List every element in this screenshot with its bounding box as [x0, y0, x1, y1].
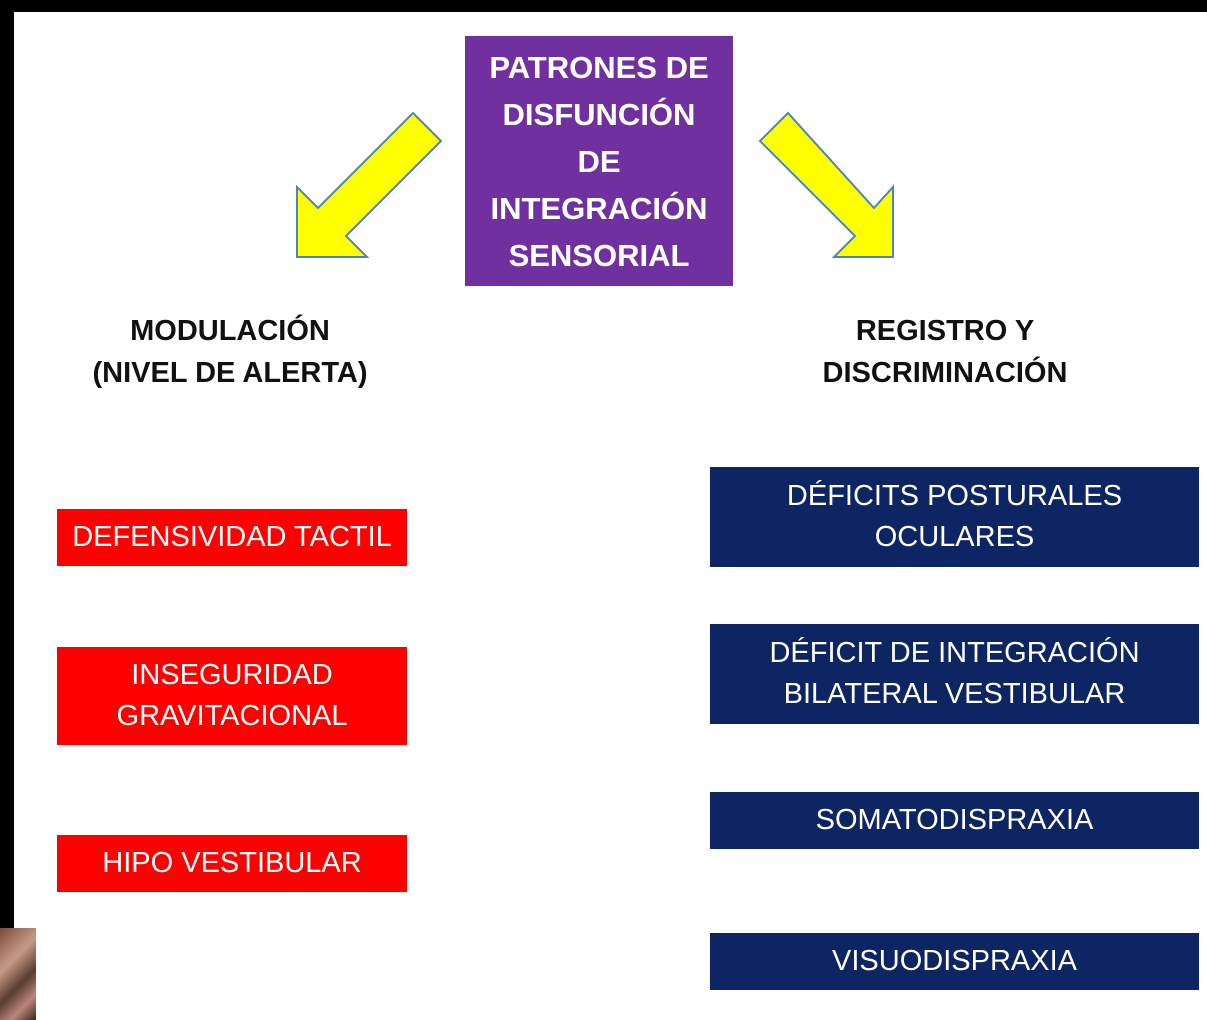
title-box: PATRONES DE DISFUNCIÓN DE INTEGRACIÓN SE… — [465, 36, 733, 286]
right-item-label: SOMATODISPRAXIA — [815, 804, 1094, 836]
registration-heading: REGISTRO Y DISCRIMINACIÓN — [822, 315, 1068, 389]
left-down-arrow — [296, 111, 443, 258]
left-item-box: INSEGURIDAD GRAVITACIONAL — [57, 647, 407, 745]
diagram-title: PATRONES DE DISFUNCIÓN DE INTEGRACIÓN SE… — [489, 49, 709, 273]
frame-top-border — [0, 0, 1207, 12]
right-item-label: DÉFICITS POSTURALES OCULARES — [786, 480, 1123, 553]
right-item-label: VISUODISPRAXIA — [832, 945, 1077, 977]
right-item-box: VISUODISPRAXIA — [710, 933, 1199, 990]
right-item-box: DÉFICITS POSTURALES OCULARES — [710, 467, 1199, 567]
right-item-box: SOMATODISPRAXIA — [710, 792, 1199, 849]
right-down-arrow — [758, 111, 894, 258]
modulation-heading: MODULACIÓN (NIVEL DE ALERTA) — [92, 315, 368, 389]
left-item-label: HIPO VESTIBULAR — [102, 847, 362, 879]
left-item-label: DEFENSIVIDAD TACTIL — [72, 521, 392, 553]
frame-left-border — [0, 0, 14, 915]
right-item-label: DÉFICIT DE INTEGRACIÓN BILATERAL VESTIBU… — [769, 637, 1140, 710]
left-item-box: HIPO VESTIBULAR — [57, 835, 407, 892]
left-item-box: DEFENSIVIDAD TACTIL — [57, 509, 407, 566]
corner-photo-thumbnail — [0, 928, 36, 1020]
right-item-box: DÉFICIT DE INTEGRACIÓN BILATERAL VESTIBU… — [710, 624, 1199, 724]
frame-corner — [0, 913, 14, 928]
left-item-label: INSEGURIDAD GRAVITACIONAL — [116, 659, 348, 732]
